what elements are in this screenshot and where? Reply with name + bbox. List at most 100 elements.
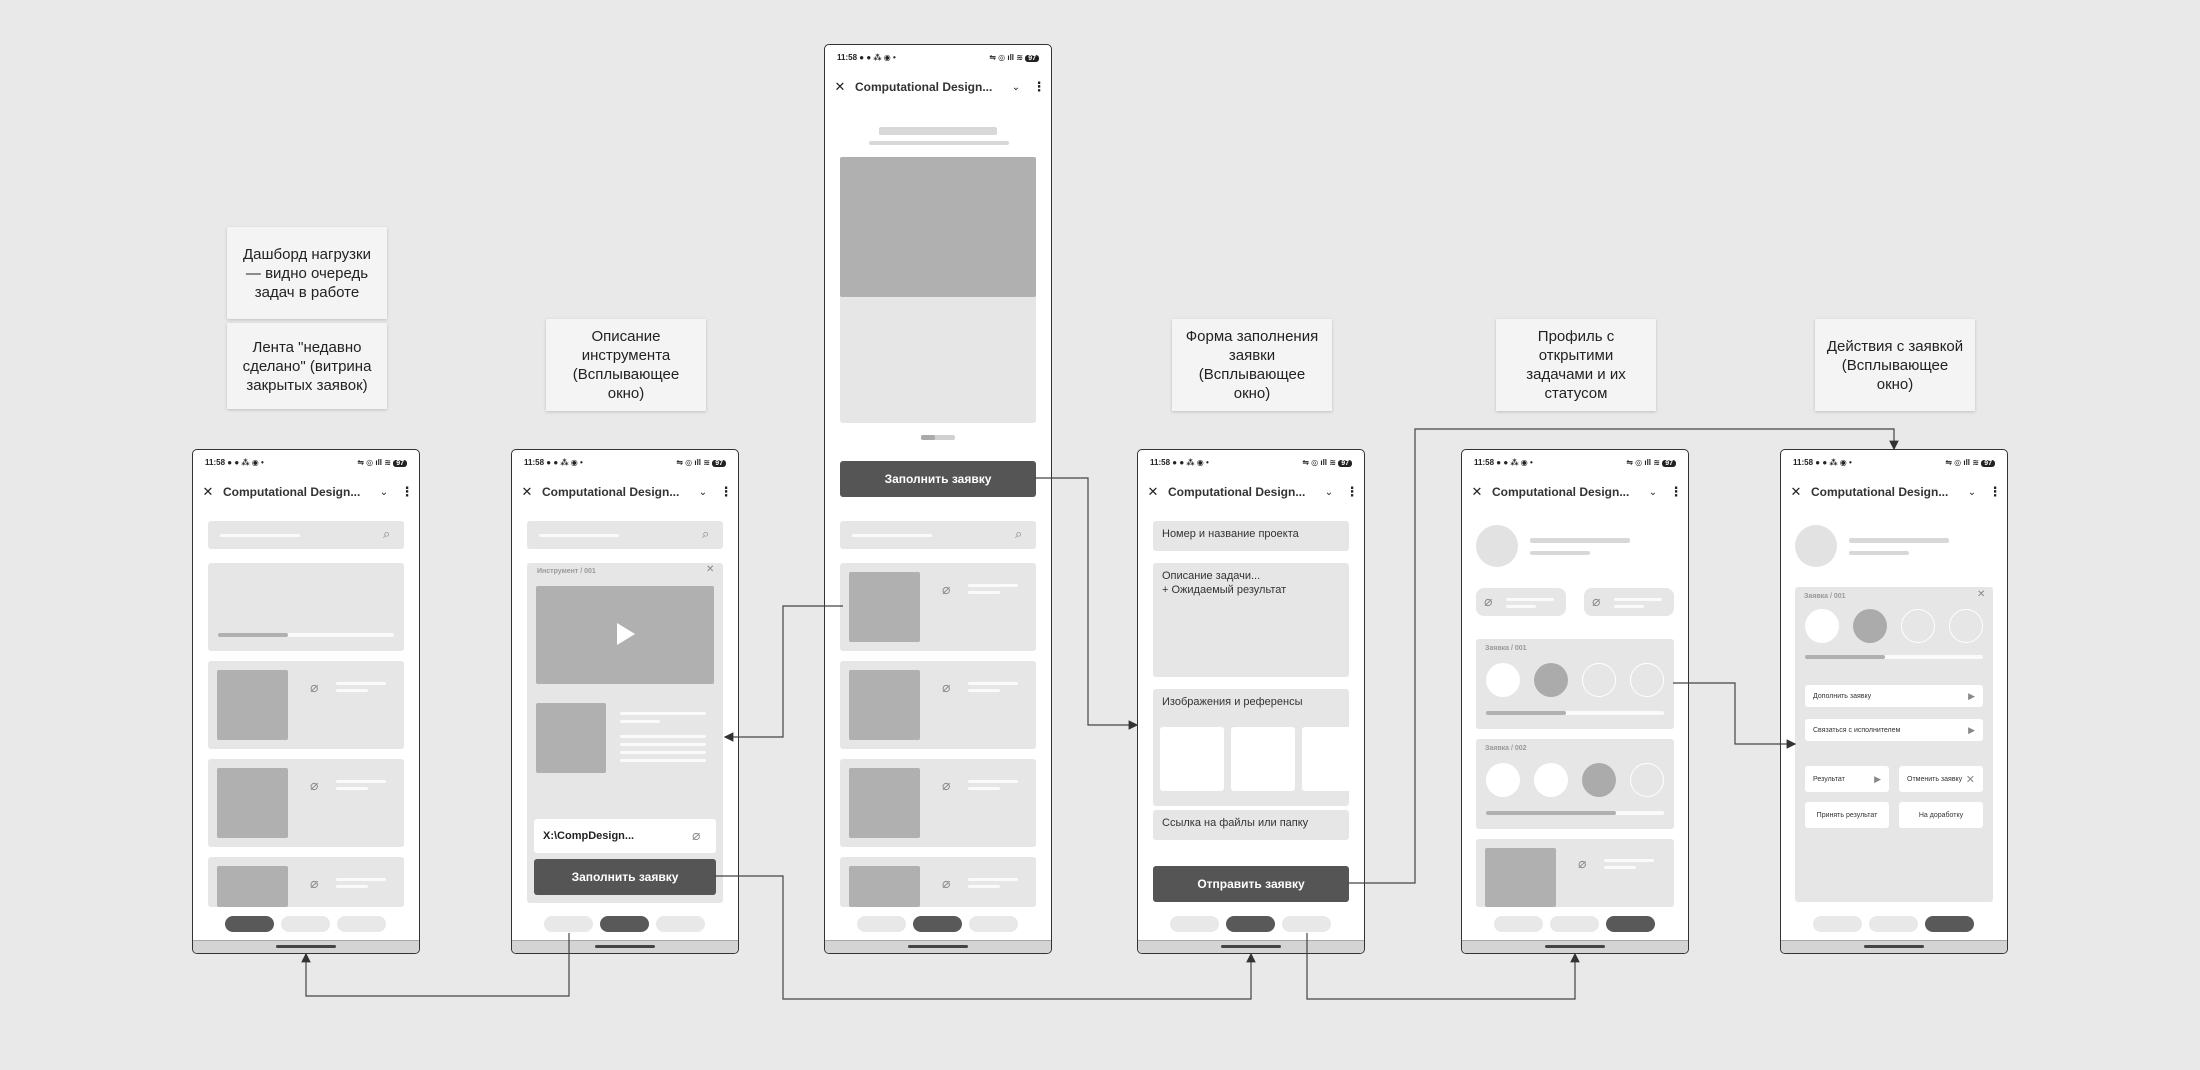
more-menu-icon[interactable]: ⋮	[1669, 484, 1683, 499]
search-icon[interactable]: ⌕	[702, 526, 710, 541]
carousel-dots[interactable]	[921, 435, 955, 440]
nav-tab[interactable]	[857, 916, 906, 932]
phone-request-actions: 11:58 ● ● ⁂ ◉ •⇋ ◎ ıll ≋ 97 ✕ Computatio…	[1780, 449, 2008, 954]
nav-tab[interactable]	[1813, 916, 1862, 932]
path-field[interactable]	[534, 819, 716, 853]
nav-tab[interactable]	[544, 916, 593, 932]
app-title: Computational Design...	[1168, 485, 1306, 499]
paperclip-icon[interactable]: ⌀	[310, 679, 319, 695]
submit-request-button[interactable]: Отправить заявку	[1153, 866, 1349, 902]
task-description-field[interactable]: Описание задачи... + Ожидаемый результат	[1153, 563, 1349, 677]
more-menu-icon[interactable]: ⋮	[400, 484, 414, 499]
contact-executor-button[interactable]: Связаться с исполнителем▶	[1805, 719, 1983, 741]
project-field[interactable]: Номер и название проекта	[1153, 521, 1349, 551]
profile-name-line	[1849, 538, 1949, 543]
desc-line	[620, 743, 706, 746]
close-icon[interactable]: ✕	[521, 484, 533, 499]
carousel-dot-active[interactable]	[921, 435, 935, 440]
status-step	[1582, 763, 1616, 797]
paperclip-icon[interactable]: ⌀	[1578, 855, 1587, 871]
chevron-down-icon[interactable]: ⌄	[1967, 486, 1977, 498]
search-placeholder	[220, 534, 300, 537]
chevron-down-icon[interactable]: ⌄	[379, 486, 389, 498]
search-icon[interactable]: ⌕	[1015, 526, 1023, 541]
search-icon[interactable]: ⌕	[383, 526, 391, 541]
nav-tab[interactable]	[1869, 916, 1918, 932]
result-button[interactable]: Результат▶	[1805, 766, 1889, 792]
nav-tab[interactable]	[913, 916, 962, 932]
paperclip-icon[interactable]: ⌀	[942, 875, 951, 891]
status-bar: 11:58 ● ● ⁂ ◉ •⇋ ◎ ıll ≋ 97	[205, 455, 407, 469]
nav-tab[interactable]	[225, 916, 274, 932]
item-thumbnail	[849, 866, 920, 907]
more-menu-icon[interactable]: ⋮	[1345, 484, 1359, 499]
status-step	[1630, 763, 1664, 797]
nav-tab[interactable]	[1282, 916, 1331, 932]
nav-tab[interactable]	[281, 916, 330, 932]
chevron-down-icon[interactable]: ⌄	[1324, 486, 1334, 498]
paperclip-icon[interactable]: ⌀	[942, 581, 951, 597]
nav-tab[interactable]	[656, 916, 705, 932]
cancel-request-button[interactable]: Отменить заявку✕	[1899, 766, 1983, 792]
nav-tab[interactable]	[337, 916, 386, 932]
more-menu-icon[interactable]: ⋮	[1032, 79, 1046, 94]
play-icon[interactable]	[617, 623, 635, 645]
progress-fill	[1805, 655, 1885, 659]
image-slot[interactable]	[1302, 727, 1349, 791]
close-icon[interactable]: ✕	[834, 79, 846, 94]
item-line	[1604, 859, 1654, 862]
load-card[interactable]	[208, 563, 404, 651]
status-step	[1486, 663, 1520, 697]
fill-request-button[interactable]: Заполнить заявку	[840, 461, 1036, 497]
progress-fill	[1486, 711, 1566, 715]
nav-tab[interactable]	[1606, 916, 1655, 932]
chevron-down-icon[interactable]: ⌄	[1648, 486, 1658, 498]
tool-label: Инструмент / 001	[537, 568, 596, 575]
fill-request-button[interactable]: Заполнить заявку	[534, 859, 716, 895]
paperclip-icon[interactable]: ⌀	[310, 875, 319, 891]
nav-tab[interactable]	[1494, 916, 1543, 932]
close-icon[interactable]: ✕	[706, 564, 715, 575]
paperclip-icon[interactable]: ⌀	[942, 777, 951, 793]
nav-tab[interactable]	[1925, 916, 1974, 932]
item-thumbnail	[849, 768, 920, 838]
link-field[interactable]: Ссылка на файлы или папку	[1153, 810, 1349, 840]
chevron-down-icon[interactable]: ⌄	[698, 486, 708, 498]
close-icon[interactable]: ✕	[1977, 589, 1986, 600]
paperclip-icon[interactable]: ⌀	[310, 777, 319, 793]
nav-tab[interactable]	[1170, 916, 1219, 932]
home-indicator	[1138, 940, 1364, 953]
paperclip-icon[interactable]: ⌀	[942, 679, 951, 695]
home-indicator	[825, 940, 1051, 953]
close-icon[interactable]: ✕	[1790, 484, 1802, 499]
image-slot[interactable]	[1231, 727, 1295, 791]
close-icon[interactable]: ✕	[1147, 484, 1159, 499]
app-bar: ✕ Computational Design... ⌄ ⋮	[1462, 480, 1688, 504]
paperclip-icon[interactable]: ⌀	[1484, 593, 1493, 609]
note-actions: Действия с заявкой (Всплывающее окно)	[1815, 319, 1975, 411]
send-back-button[interactable]: На доработку	[1899, 802, 1983, 828]
profile-sub-line	[1849, 551, 1909, 555]
paperclip-icon[interactable]: ⌀	[1592, 593, 1601, 609]
status-bar: 11:58 ● ● ⁂ ◉ •⇋ ◎ ıll ≋ 97	[524, 455, 726, 469]
image-slot[interactable]	[1160, 727, 1224, 791]
avatar[interactable]	[1795, 525, 1837, 567]
nav-tab[interactable]	[969, 916, 1018, 932]
status-step	[1534, 663, 1568, 697]
nav-tab[interactable]	[1550, 916, 1599, 932]
app-bar: ✕ Computational Design... ⌄ ⋮	[1138, 480, 1364, 504]
add-to-request-button[interactable]: Дополнить заявку▶	[1805, 685, 1983, 707]
more-menu-icon[interactable]: ⋮	[719, 484, 733, 499]
nav-tab[interactable]	[1226, 916, 1275, 932]
progress-track	[218, 633, 394, 637]
hero-image[interactable]	[840, 157, 1036, 297]
accept-result-button[interactable]: Принять результат	[1805, 802, 1889, 828]
close-icon[interactable]: ✕	[1471, 484, 1483, 499]
avatar[interactable]	[1476, 525, 1518, 567]
close-icon[interactable]: ✕	[202, 484, 214, 499]
item-line	[968, 689, 1000, 692]
chevron-down-icon[interactable]: ⌄	[1011, 81, 1021, 93]
paperclip-icon[interactable]: ⌀	[692, 827, 701, 843]
more-menu-icon[interactable]: ⋮	[1988, 484, 2002, 499]
nav-tab[interactable]	[600, 916, 649, 932]
